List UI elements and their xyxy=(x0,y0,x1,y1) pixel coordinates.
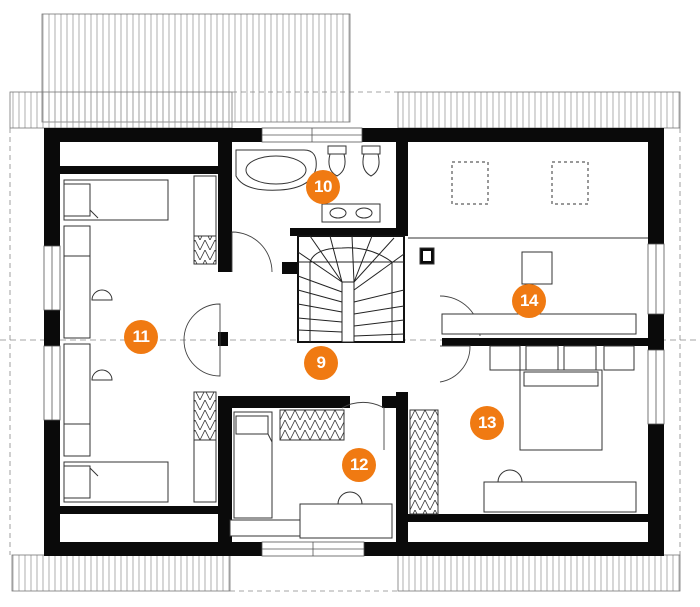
staircase xyxy=(297,235,405,343)
room-number-13: 13 xyxy=(470,406,504,440)
room-number-14: 14 xyxy=(512,284,546,318)
room-number-9: 9 xyxy=(304,346,338,380)
roof-overhang xyxy=(0,13,700,592)
south-bedroom-furniture xyxy=(229,409,393,539)
windows xyxy=(43,127,665,557)
room-number-10: 10 xyxy=(306,170,340,204)
room-number-12: 12 xyxy=(342,448,376,482)
west-bedroom-furniture xyxy=(63,175,217,503)
door-swings xyxy=(183,231,481,450)
east-bedroom-furniture xyxy=(409,345,637,515)
bathroom-fixtures xyxy=(235,145,381,223)
study-furniture xyxy=(408,161,648,335)
interior-walls xyxy=(60,128,648,542)
room-number-11: 11 xyxy=(124,320,158,354)
